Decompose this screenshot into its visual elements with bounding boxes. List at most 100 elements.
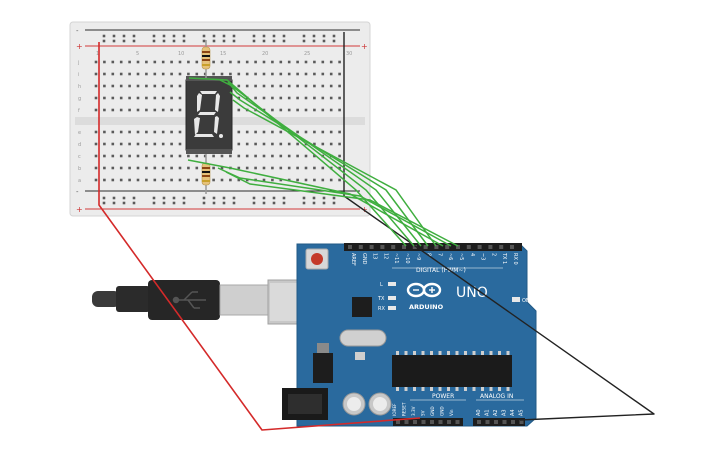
rail-hole[interactable] <box>322 196 326 200</box>
rail-hole[interactable] <box>312 39 316 43</box>
breadboard-hole[interactable] <box>254 142 257 146</box>
breadboard-hole[interactable] <box>279 142 283 146</box>
breadboard-hole[interactable] <box>178 96 182 100</box>
breadboard-hole[interactable] <box>178 130 182 134</box>
breadboard-hole[interactable] <box>119 96 123 100</box>
breadboard-hole[interactable] <box>254 96 257 100</box>
rail-hole[interactable] <box>282 34 286 38</box>
breadboard-hole[interactable] <box>187 178 190 182</box>
breadboard-hole[interactable] <box>338 84 341 88</box>
breadboard-hole[interactable] <box>119 130 123 134</box>
rail-hole[interactable] <box>102 39 106 43</box>
rail-hole[interactable] <box>132 201 136 205</box>
breadboard-hole[interactable] <box>279 178 283 182</box>
rail-hole[interactable] <box>222 34 226 38</box>
breadboard-hole[interactable] <box>195 60 199 64</box>
breadboard-hole[interactable] <box>161 108 165 112</box>
rail-hole[interactable] <box>302 39 306 43</box>
rail-hole[interactable] <box>272 196 276 200</box>
breadboard-hole[interactable] <box>136 96 140 100</box>
breadboard-hole[interactable] <box>229 72 232 76</box>
breadboard-hole[interactable] <box>329 96 333 100</box>
breadboard-hole[interactable] <box>245 84 249 88</box>
breadboard-hole[interactable] <box>245 178 249 182</box>
breadboard-hole[interactable] <box>119 72 123 76</box>
breadboard-hole[interactable] <box>338 142 341 146</box>
breadboard-hole[interactable] <box>128 154 131 158</box>
breadboard-hole[interactable] <box>296 96 299 100</box>
rail-hole[interactable] <box>262 196 266 200</box>
breadboard-hole[interactable] <box>195 166 199 170</box>
breadboard-hole[interactable] <box>128 130 131 134</box>
breadboard-hole[interactable] <box>271 130 274 134</box>
breadboard-hole[interactable] <box>111 84 115 88</box>
breadboard-hole[interactable] <box>178 166 182 170</box>
breadboard-hole[interactable] <box>313 72 316 76</box>
breadboard-hole[interactable] <box>128 60 131 64</box>
breadboard-hole[interactable] <box>94 166 98 170</box>
seven-segment-display[interactable] <box>185 76 233 154</box>
breadboard-hole[interactable] <box>329 108 333 112</box>
breadboard-hole[interactable] <box>245 154 249 158</box>
breadboard-hole[interactable] <box>103 108 106 112</box>
rail-hole[interactable] <box>332 34 336 38</box>
breadboard-hole[interactable] <box>271 166 274 170</box>
breadboard-hole[interactable] <box>153 96 157 100</box>
breadboard-hole[interactable] <box>103 130 106 134</box>
rail-hole[interactable] <box>182 39 186 43</box>
breadboard-hole[interactable] <box>313 60 316 64</box>
breadboard-hole[interactable] <box>153 108 157 112</box>
breadboard-hole[interactable] <box>111 178 115 182</box>
breadboard-hole[interactable] <box>304 72 308 76</box>
breadboard-hole[interactable] <box>321 72 325 76</box>
breadboard-hole[interactable] <box>296 108 299 112</box>
breadboard-hole[interactable] <box>119 154 123 158</box>
rail-hole[interactable] <box>272 34 276 38</box>
rail-hole[interactable] <box>252 196 256 200</box>
breadboard-hole[interactable] <box>338 72 341 76</box>
breadboard-hole[interactable] <box>161 178 165 182</box>
rail-hole[interactable] <box>202 196 206 200</box>
breadboard-hole[interactable] <box>296 60 299 64</box>
breadboard-hole[interactable] <box>338 166 341 170</box>
breadboard-hole[interactable] <box>136 108 140 112</box>
breadboard-hole[interactable] <box>187 166 190 170</box>
breadboard-hole[interactable] <box>287 108 291 112</box>
rail-hole[interactable] <box>232 201 236 205</box>
breadboard-hole[interactable] <box>119 60 123 64</box>
breadboard-hole[interactable] <box>94 72 98 76</box>
breadboard-hole[interactable] <box>262 84 266 88</box>
rail-hole[interactable] <box>282 201 286 205</box>
breadboard-hole[interactable] <box>136 84 140 88</box>
rail-hole[interactable] <box>202 201 206 205</box>
breadboard-hole[interactable] <box>262 142 266 146</box>
breadboard-hole[interactable] <box>170 130 173 134</box>
rail-hole[interactable] <box>112 196 116 200</box>
breadboard-hole[interactable] <box>220 166 224 170</box>
breadboard-hole[interactable] <box>237 154 241 158</box>
breadboard-hole[interactable] <box>111 108 115 112</box>
breadboard-hole[interactable] <box>111 60 115 64</box>
breadboard-hole[interactable] <box>187 72 190 76</box>
rail-hole[interactable] <box>232 196 236 200</box>
breadboard-hole[interactable] <box>128 96 131 100</box>
breadboard-hole[interactable] <box>329 130 333 134</box>
breadboard-hole[interactable] <box>145 178 148 182</box>
breadboard-hole[interactable] <box>187 60 190 64</box>
breadboard-hole[interactable] <box>153 178 157 182</box>
rail-hole[interactable] <box>102 201 106 205</box>
breadboard-hole[interactable] <box>153 142 157 146</box>
breadboard-hole[interactable] <box>279 166 283 170</box>
rail-hole[interactable] <box>132 34 136 38</box>
breadboard-hole[interactable] <box>229 178 232 182</box>
rail-hole[interactable] <box>312 201 316 205</box>
wire-green[interactable] <box>225 171 459 247</box>
breadboard-hole[interactable] <box>161 142 165 146</box>
breadboard-hole[interactable] <box>321 142 325 146</box>
rail-hole[interactable] <box>212 34 216 38</box>
breadboard-hole[interactable] <box>237 178 241 182</box>
breadboard-hole[interactable] <box>161 166 165 170</box>
rail-hole[interactable] <box>162 201 166 205</box>
rail-hole[interactable] <box>222 39 226 43</box>
